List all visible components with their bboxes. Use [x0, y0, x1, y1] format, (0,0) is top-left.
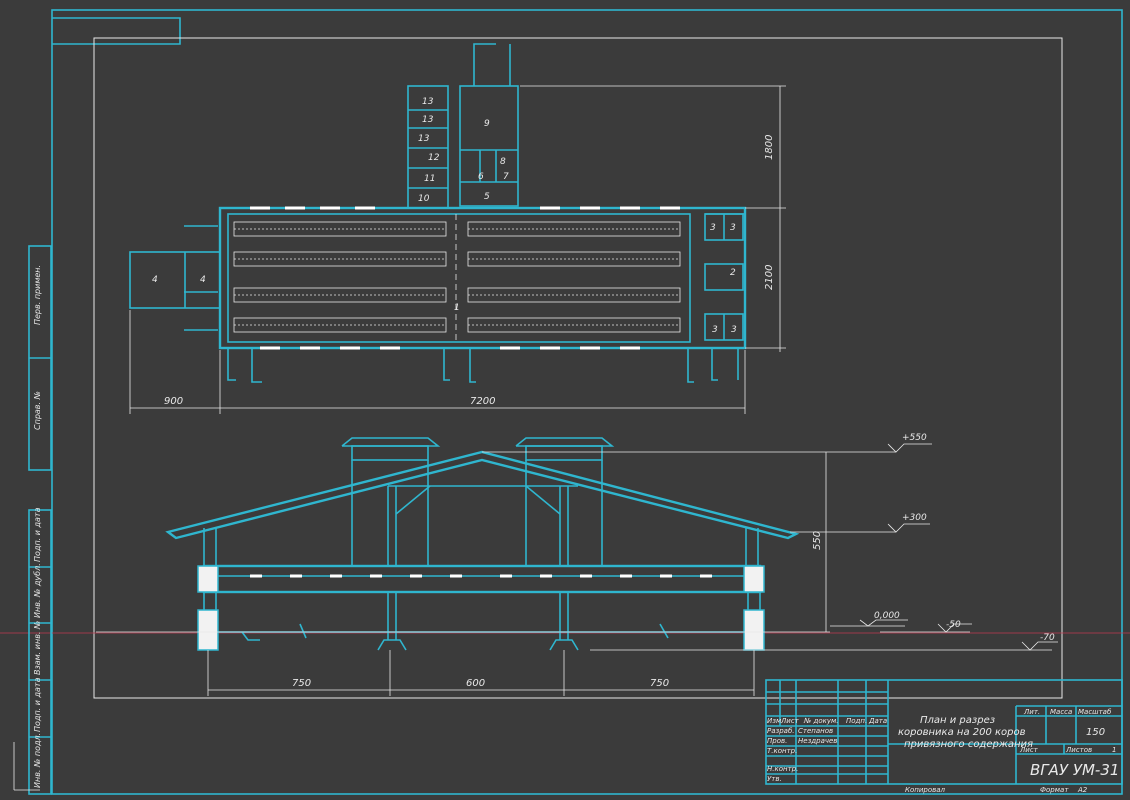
side-stamp: Перв. примен. Справ. № Подп. и дата Инв.… [28, 245, 52, 795]
tb-scale-value: 150 [1086, 727, 1105, 738]
room-label: 3 [712, 325, 718, 335]
tb-role: Разраб. [767, 727, 795, 735]
room-label: 12 [428, 153, 440, 163]
room-label: 1 [454, 303, 460, 313]
tb-lit: Лит. [1023, 708, 1040, 716]
room-label: 9 [484, 119, 490, 129]
room-label: 4 [152, 275, 158, 285]
stamp-label: Взам. инв. № [33, 621, 42, 675]
tb-org: ВГАУ УМ-31 [1030, 761, 1119, 779]
ucs-icon [13, 742, 40, 791]
stamp-label: Подп. и дата [33, 677, 42, 732]
dim-width-total: 2100 [764, 265, 775, 290]
room-label: 10 [418, 194, 430, 204]
room-label: 6 [478, 172, 484, 182]
tb-role: Утв. [767, 775, 782, 783]
level-mark: -70 [1040, 633, 1055, 643]
room-label: 3 [710, 223, 716, 233]
room-label: 2 [730, 268, 736, 278]
tb-name: Нездрачев [798, 737, 837, 745]
level-mark: +550 [902, 433, 927, 443]
tb-title-line1: План и разрез [920, 715, 995, 726]
tb-role: Пров. [767, 737, 787, 745]
room-label: 5 [484, 192, 490, 202]
tb-format-value: А2 [1077, 786, 1088, 794]
cross-section: +550 +300 0,000 -50 -70 550 750 600 750 [96, 433, 1058, 696]
tb-format: Формат [1040, 786, 1069, 794]
dim-height: 550 [812, 531, 823, 550]
tb-sheet: Лист [1019, 746, 1039, 754]
stamp-label: Инв. № дубл. [33, 563, 42, 618]
dim-wing-length: 1800 [764, 135, 775, 160]
room-label: 13 [422, 115, 434, 125]
tb-name: Степанов [798, 727, 833, 735]
tb-sheets: Листов [1065, 746, 1092, 754]
floor-plan: 13 13 13 12 11 10 9 8 7 6 5 4 4 3 3 2 3 … [129, 43, 786, 414]
room-label: 3 [730, 223, 736, 233]
tb-role: Т.контр. [767, 747, 797, 755]
tb-col-header: Дата [868, 717, 887, 725]
dim-span: 750 [292, 678, 311, 689]
tb-col-header: Изм [767, 717, 782, 725]
room-label: 11 [424, 174, 435, 184]
tb-scale-label: Масштаб [1078, 708, 1112, 716]
room-label: 4 [200, 275, 206, 285]
tb-mass: Масса [1050, 708, 1072, 716]
room-label: 13 [422, 97, 434, 107]
dim-span: 750 [650, 678, 669, 689]
stamp-label: Перв. примен. [33, 265, 42, 325]
tb-copied: Копировал [905, 786, 946, 794]
drawing-frame [0, 9, 1130, 795]
room-label: 13 [418, 134, 430, 144]
title-block: Изм Лист № докум. Подп. Дата Разраб. Про… [765, 679, 1123, 794]
tb-title-line3: привязного содержания [904, 739, 1033, 750]
room-label: 3 [731, 325, 737, 335]
level-mark: -50 [946, 620, 961, 630]
room-label: 8 [500, 157, 506, 167]
tb-sheets-count: 1 [1112, 746, 1116, 754]
level-mark: +300 [902, 513, 927, 523]
dim-length-total: 7200 [470, 396, 495, 407]
tb-col-header: № докум. [803, 717, 839, 725]
tb-col-header: Лист [780, 717, 800, 725]
stamp-label: Подп. и дата [33, 507, 42, 562]
dim-span: 600 [466, 678, 485, 689]
dim-ext-width: 900 [164, 396, 183, 407]
stamp-label: Инв. № подл. [33, 733, 42, 788]
stamp-label: Справ. № [33, 391, 42, 430]
tb-title-line2: коровника на 200 коров [898, 727, 1026, 738]
level-mark: 0,000 [874, 611, 900, 621]
room-label: 7 [503, 172, 509, 182]
tb-role: Н.контр. [767, 765, 798, 773]
tb-col-header: Подп. [846, 717, 867, 725]
